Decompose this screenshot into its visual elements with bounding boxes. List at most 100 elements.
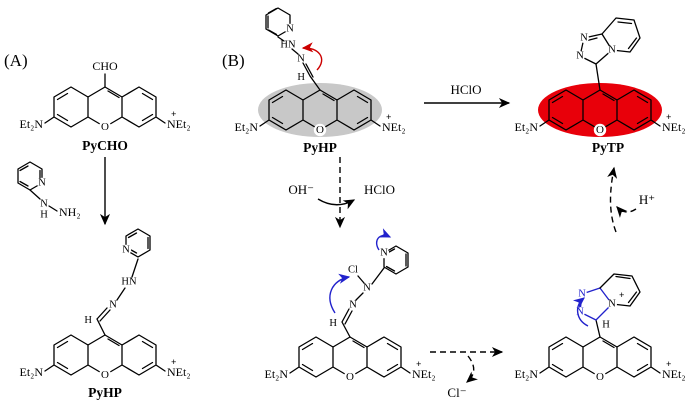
compound-name-pyhp: PyHP (88, 385, 122, 400)
ring-nitrogen-label: N (122, 245, 130, 256)
ring-n-backing (120, 244, 132, 256)
plus-charge: + (386, 113, 391, 123)
pyridine-ring (265, 7, 291, 37)
hclo-label: HClO (450, 82, 481, 97)
dashed-up-arrow: H⁺ (607, 166, 655, 233)
nh-hydrogen-label: H (40, 210, 48, 221)
ring-n-backing (607, 299, 617, 309)
nh-nitrogen-label: N (40, 199, 48, 210)
hclo-label: HClO (364, 182, 395, 197)
panel-b-label: (B) (222, 51, 245, 70)
oxygen-label: O (596, 371, 604, 383)
ring-plus-charge: + (619, 291, 624, 301)
ring-n-backing (36, 177, 48, 189)
fused-pyridinium-ring (599, 273, 641, 307)
red-highlight-ellipse (538, 83, 662, 137)
triazole-nitrogen-label: N (576, 307, 584, 318)
ring-n-backing (607, 45, 617, 55)
oxygen-label: O (316, 124, 324, 136)
chain-bonds (341, 267, 385, 338)
molecule-pycho: CHO O Et₂N NEt₂ + PyCHO (19, 59, 190, 153)
imine-nitrogen-label: N (109, 300, 117, 311)
fused-pyridine-ring (601, 17, 641, 53)
molecule-pyhp-b: H N HN N O Et₂N NEt₂ + PyHP (234, 7, 406, 155)
chlorine-label: Cl (348, 265, 358, 276)
ring-nitrogen-label: N (38, 178, 46, 189)
molecule-pyhp-a: H N HN N O Et₂N NEt₂ + PyHP (19, 228, 191, 400)
compound-name-pycho: PyCHO (82, 138, 128, 153)
blue-curved-arrow (329, 273, 351, 314)
panel-a-label: (A) (4, 51, 28, 70)
oxygen-label: O (101, 369, 109, 381)
hydrazone-chain-bonds (96, 258, 139, 336)
amine-nitrogen-label: N (363, 283, 371, 294)
et2n-label: Et₂N (19, 365, 43, 379)
oxygen-label: O (101, 121, 109, 133)
ring-n-backing (575, 51, 585, 61)
hn-label: HN (280, 40, 296, 51)
dashed-right-arrow: Cl⁻ (430, 346, 504, 400)
arrow-line (607, 166, 618, 233)
hydrazine-bonds (29, 189, 58, 212)
ch-hydrogen-label: H (84, 315, 92, 326)
hydrazone-chain-bonds (277, 36, 321, 91)
bridgehead-nitrogen-label: N (608, 45, 616, 56)
oxygen-label: O (596, 124, 604, 136)
ring-nitrogen-label: N (286, 24, 294, 35)
dashed-down-arrow: OH⁻ HClO (288, 157, 395, 229)
oxygen-label: O (346, 371, 354, 383)
et2n-label: Et₂N (19, 117, 43, 131)
pyridine-ring (383, 245, 409, 275)
net2-label: NEt₂ (382, 120, 406, 134)
imine-nitrogen-label: N (297, 54, 305, 65)
cho-label: CHO (92, 59, 118, 73)
exchange-curved-arrow (317, 198, 356, 210)
proton-label: H⁺ (639, 192, 655, 207)
chloride-leaving-arrow (466, 355, 478, 383)
gray-highlight-ellipse (258, 83, 382, 137)
et2n-label: Et₂N (264, 367, 288, 381)
net2-label: NEt₂ (167, 365, 191, 379)
ring-n-backing (284, 23, 296, 35)
chloride-label: Cl⁻ (447, 385, 466, 400)
hn-label: HN (121, 277, 137, 288)
net2-label: NEt₂ (662, 120, 686, 134)
imine-nitrogen-label: N (349, 300, 357, 311)
hclo-reaction-arrow: HClO (424, 82, 511, 109)
blue-curved-arrow (375, 228, 392, 251)
et2n-label: Et₂N (514, 120, 538, 134)
triazole-nitrogen-label: N (578, 289, 586, 300)
reagent-hydrazinopyridine: N N H NH₂ (17, 161, 81, 221)
proton-leaving-arrow (616, 206, 637, 218)
plus-charge: + (171, 358, 176, 368)
ring-n-backing (378, 247, 390, 259)
blue-curved-arrow (572, 297, 589, 327)
bridgehead-nitrogen-label: N (608, 299, 616, 310)
molecule-triazoline-intermediate: N N N + H O Et₂N NEt₂ + (514, 273, 686, 384)
ring-n-backing (577, 289, 587, 299)
triazole-nitrogen-label: N (576, 51, 584, 62)
plus-charge: + (666, 113, 671, 123)
net2-label: NEt₂ (412, 367, 436, 381)
hydroxide-label: OH⁻ (288, 182, 314, 197)
molecule-pytp: N N N O Et₂N NEt₂ + PyTP (514, 17, 686, 155)
triazole-nitrogen-label: N (580, 33, 588, 44)
et2n-label: Et₂N (234, 120, 258, 134)
plus-charge: + (666, 360, 671, 370)
ring-nitrogen-label: N (380, 248, 388, 259)
nh2-label: NH₂ (59, 205, 81, 219)
molecule-chloramine-intermediate: H N N Cl N O Et₂N NEt₂ + (264, 228, 436, 384)
pyridine-ring (125, 228, 151, 258)
ch-hydrogen-label: H (329, 318, 337, 329)
triazole-attach-bond (595, 63, 601, 91)
net2-label: NEt₂ (662, 367, 686, 381)
attach-bond (595, 319, 601, 338)
compound-name-pytp: PyTP (592, 140, 624, 155)
red-curved-arrow (301, 42, 323, 71)
ch-hydrogen-label: H (297, 72, 305, 83)
net2-label: NEt₂ (167, 117, 191, 131)
plus-charge: + (416, 360, 421, 370)
plus-charge: + (171, 110, 176, 120)
